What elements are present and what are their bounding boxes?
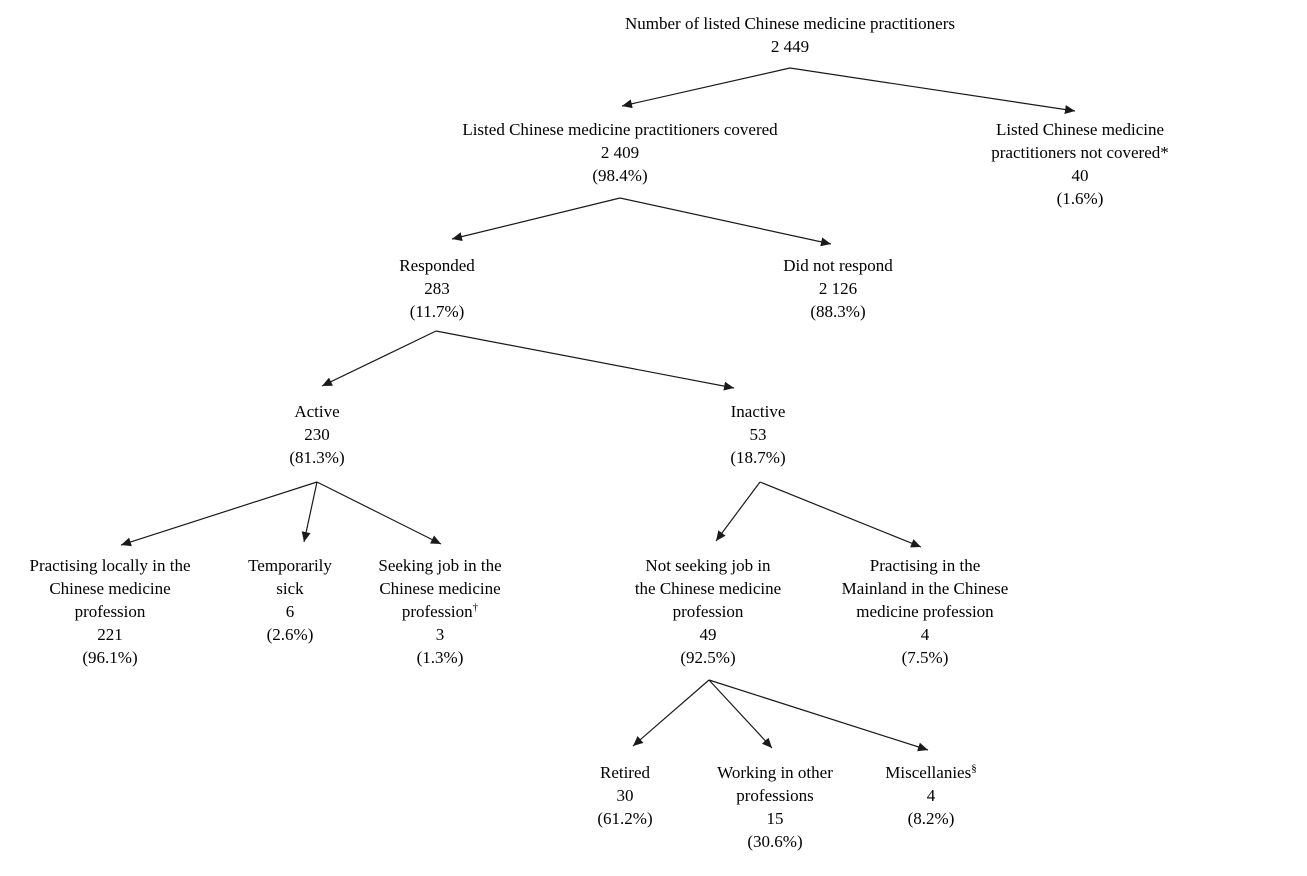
node-did-not-respond-percent: (88.3%): [810, 302, 866, 321]
node-responded-percent: (11.7%): [409, 302, 465, 321]
node-miscellanies-percent: (8.2%): [907, 809, 955, 828]
node-not-seeking-job-label: Not seeking job in the Chinese medicine …: [635, 554, 781, 623]
node-active-value: 230: [304, 425, 330, 444]
node-root-value: 2 449: [770, 37, 810, 56]
node-retired: Retired 30 (61.2%): [597, 761, 652, 830]
arrow-inactive-to-practising-mainland: [759, 481, 922, 548]
arrow-not-seeking-to-retired: [632, 679, 710, 747]
node-seeking-job-label-text: Seeking job in the Chinese medicine prof…: [378, 556, 502, 621]
node-responded: Responded 283 (11.7%): [399, 254, 475, 323]
node-responded-label: Responded: [399, 254, 475, 277]
arrow-not-seeking-to-miscellanies: [708, 679, 929, 752]
node-covered-value: 2 409: [600, 143, 640, 162]
node-seeking-job-label: Seeking job in the Chinese medicine prof…: [378, 554, 501, 623]
node-working-other-professions-label-text: Working in other professions: [717, 763, 833, 805]
arrow-responded-to-active: [321, 330, 437, 387]
node-inactive-percent: (18.7%): [730, 448, 786, 467]
node-did-not-respond-label: Did not respond: [783, 254, 893, 277]
node-retired-label: Retired: [597, 761, 652, 784]
node-temporarily-sick: Temporarily sick 6 (2.6%): [248, 554, 332, 646]
arrow-root-to-covered: [621, 67, 791, 109]
arrow-covered-to-responded: [451, 197, 621, 242]
arrow-active-to-practising-locally: [120, 481, 318, 547]
node-root: Number of listed Chinese medicine practi…: [625, 12, 955, 58]
node-not-seeking-job-value: 49: [699, 625, 717, 644]
node-not-seeking-job: Not seeking job in the Chinese medicine …: [635, 554, 781, 669]
node-active-label: Active: [289, 400, 344, 423]
node-miscellanies-label: Miscellanies§: [885, 761, 976, 784]
node-temporarily-sick-value: 6: [285, 602, 295, 621]
node-miscellanies-label-text: Miscellanies: [885, 763, 972, 782]
node-practising-mainland: Practising in the Mainland in the Chines…: [842, 554, 1009, 669]
node-inactive-value: 53: [749, 425, 767, 444]
node-active-label-text: Active: [294, 402, 340, 421]
node-active: Active 230 (81.3%): [289, 400, 344, 469]
node-practising-mainland-label: Practising in the Mainland in the Chines…: [842, 554, 1009, 623]
node-practising-locally-value: 221: [97, 625, 123, 644]
section-footnote-marker: §: [971, 762, 977, 775]
arrow-active-to-seeking-job: [316, 481, 442, 545]
node-retired-value: 30: [616, 786, 634, 805]
node-did-not-respond-value: 2 126: [818, 279, 858, 298]
node-temporarily-sick-percent: (2.6%): [266, 625, 314, 644]
node-miscellanies-value: 4: [926, 786, 936, 805]
node-miscellanies: Miscellanies§ 4 (8.2%): [885, 761, 976, 830]
node-inactive-label-text: Inactive: [730, 402, 786, 421]
node-covered-label-text: Listed Chinese medicine practitioners co…: [462, 120, 778, 139]
node-not-covered: Listed Chinese medicine practitioners no…: [967, 118, 1194, 210]
node-active-percent: (81.3%): [289, 448, 345, 467]
arrow-inactive-to-not-seeking-job: [715, 481, 761, 542]
node-seeking-job-percent: (1.3%): [416, 648, 464, 667]
node-practising-locally-label: Practising locally in the Chinese medici…: [30, 554, 191, 623]
arrow-active-to-temporarily-sick: [301, 481, 318, 543]
arrow-not-seeking-to-working-other: [708, 679, 773, 749]
node-covered-label: Listed Chinese medicine practitioners co…: [462, 118, 777, 141]
node-covered: Listed Chinese medicine practitioners co…: [462, 118, 777, 187]
node-retired-label-text: Retired: [599, 763, 651, 782]
node-practising-mainland-label-text: Practising in the Mainland in the Chines…: [841, 556, 1009, 621]
node-practising-mainland-value: 4: [920, 625, 930, 644]
node-practising-locally-label-text: Practising locally in the Chinese medici…: [29, 556, 191, 621]
node-root-label: Number of listed Chinese medicine practi…: [625, 12, 955, 35]
node-temporarily-sick-label: Temporarily sick: [248, 554, 332, 600]
node-seeking-job-value: 3: [435, 625, 445, 644]
node-temporarily-sick-label-text: Temporarily sick: [248, 556, 332, 598]
node-practising-locally-percent: (96.1%): [82, 648, 138, 667]
node-working-other-professions-percent: (30.6%): [747, 832, 803, 851]
node-practising-mainland-percent: (7.5%): [901, 648, 949, 667]
node-seeking-job: Seeking job in the Chinese medicine prof…: [378, 554, 501, 669]
node-inactive: Inactive 53 (18.7%): [730, 400, 785, 469]
node-working-other-professions-label: Working in other professions: [717, 761, 833, 807]
arrow-root-to-not-covered: [789, 67, 1076, 114]
node-working-other-professions: Working in other professions 15 (30.6%): [717, 761, 833, 853]
node-responded-label-text: Responded: [399, 256, 475, 275]
node-not-seeking-job-percent: (92.5%): [680, 648, 736, 667]
node-inactive-label: Inactive: [730, 400, 786, 423]
node-not-seeking-job-label-text: Not seeking job in the Chinese medicine …: [634, 556, 782, 621]
node-not-covered-label-text: Listed Chinese medicine practitioners no…: [991, 120, 1169, 162]
node-responded-value: 283: [424, 279, 450, 298]
node-not-covered-value: 40: [1071, 166, 1089, 185]
node-working-other-professions-value: 15: [766, 809, 784, 828]
node-practising-locally: Practising locally in the Chinese medici…: [30, 554, 191, 669]
node-root-label-text: Number of listed Chinese medicine practi…: [625, 14, 955, 33]
node-did-not-respond: Did not respond 2 126 (88.3%): [783, 254, 893, 323]
arrow-covered-to-did-not-respond: [619, 197, 832, 247]
arrow-responded-to-inactive: [435, 330, 735, 391]
node-covered-percent: (98.4%): [592, 166, 648, 185]
dagger-footnote-marker: †: [472, 601, 479, 614]
node-not-covered-label: Listed Chinese medicine practitioners no…: [967, 118, 1194, 164]
node-retired-percent: (61.2%): [597, 809, 653, 828]
node-not-covered-percent: (1.6%): [1056, 189, 1104, 208]
node-did-not-respond-label-text: Did not respond: [783, 256, 893, 275]
